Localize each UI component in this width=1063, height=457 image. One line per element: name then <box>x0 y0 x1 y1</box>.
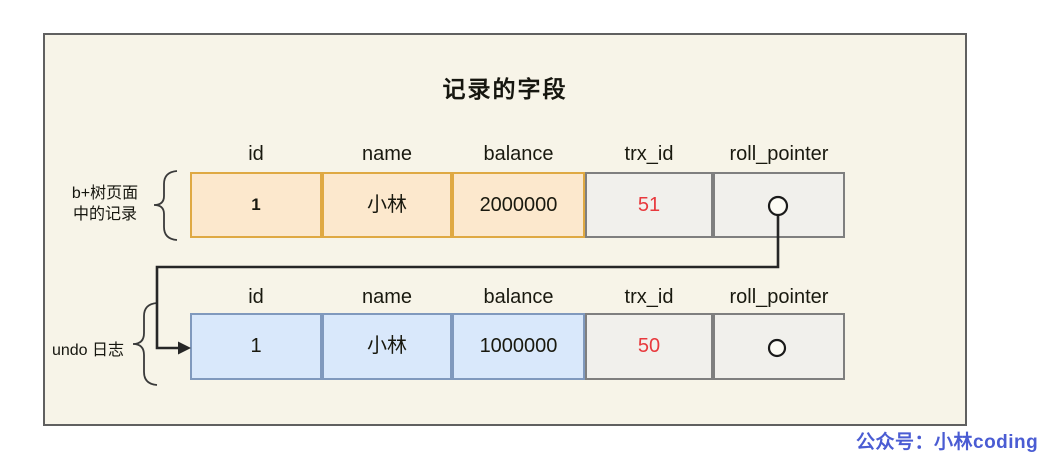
btree-row-label: b+树页面 中的记录 <box>52 183 158 225</box>
column-header-id: id <box>248 286 264 308</box>
column-header-roll-pointer: roll_pointer <box>729 286 829 308</box>
watermark: 公众号：小林coding <box>856 432 1039 453</box>
undo-cell-id: 1 <box>190 313 322 380</box>
undo-cell-name: 小林 <box>322 313 452 380</box>
column-header-roll-pointer: roll_pointer <box>729 143 829 165</box>
btree-cell-balance: 2000000 <box>452 172 585 238</box>
btree-cell-roll-pointer <box>713 172 845 238</box>
undo-cell-balance: 1000000 <box>452 313 585 380</box>
column-header-balance: balance <box>483 286 554 308</box>
undo-row-label: undo 日志 <box>51 342 125 359</box>
btree-cell-trx-id: 51 <box>585 172 713 238</box>
column-header-trx-id: trx_id <box>624 143 674 165</box>
undo-cell-trx-id: 50 <box>585 313 713 380</box>
btree-row-label-line1: b+树页面 <box>71 185 139 202</box>
column-header-id: id <box>248 143 264 165</box>
diagram-title: 记录的字段 <box>442 76 568 102</box>
column-header-trx-id: trx_id <box>624 286 674 308</box>
column-header-balance: balance <box>483 143 554 165</box>
btree-cell-id: 1 <box>190 172 322 238</box>
column-header-name: name <box>361 143 413 165</box>
column-header-name: name <box>361 286 413 308</box>
undo-cell-roll-pointer <box>713 313 845 380</box>
btree-row-label-line2: 中的记录 <box>72 206 137 223</box>
btree-cell-name: 小林 <box>322 172 452 238</box>
